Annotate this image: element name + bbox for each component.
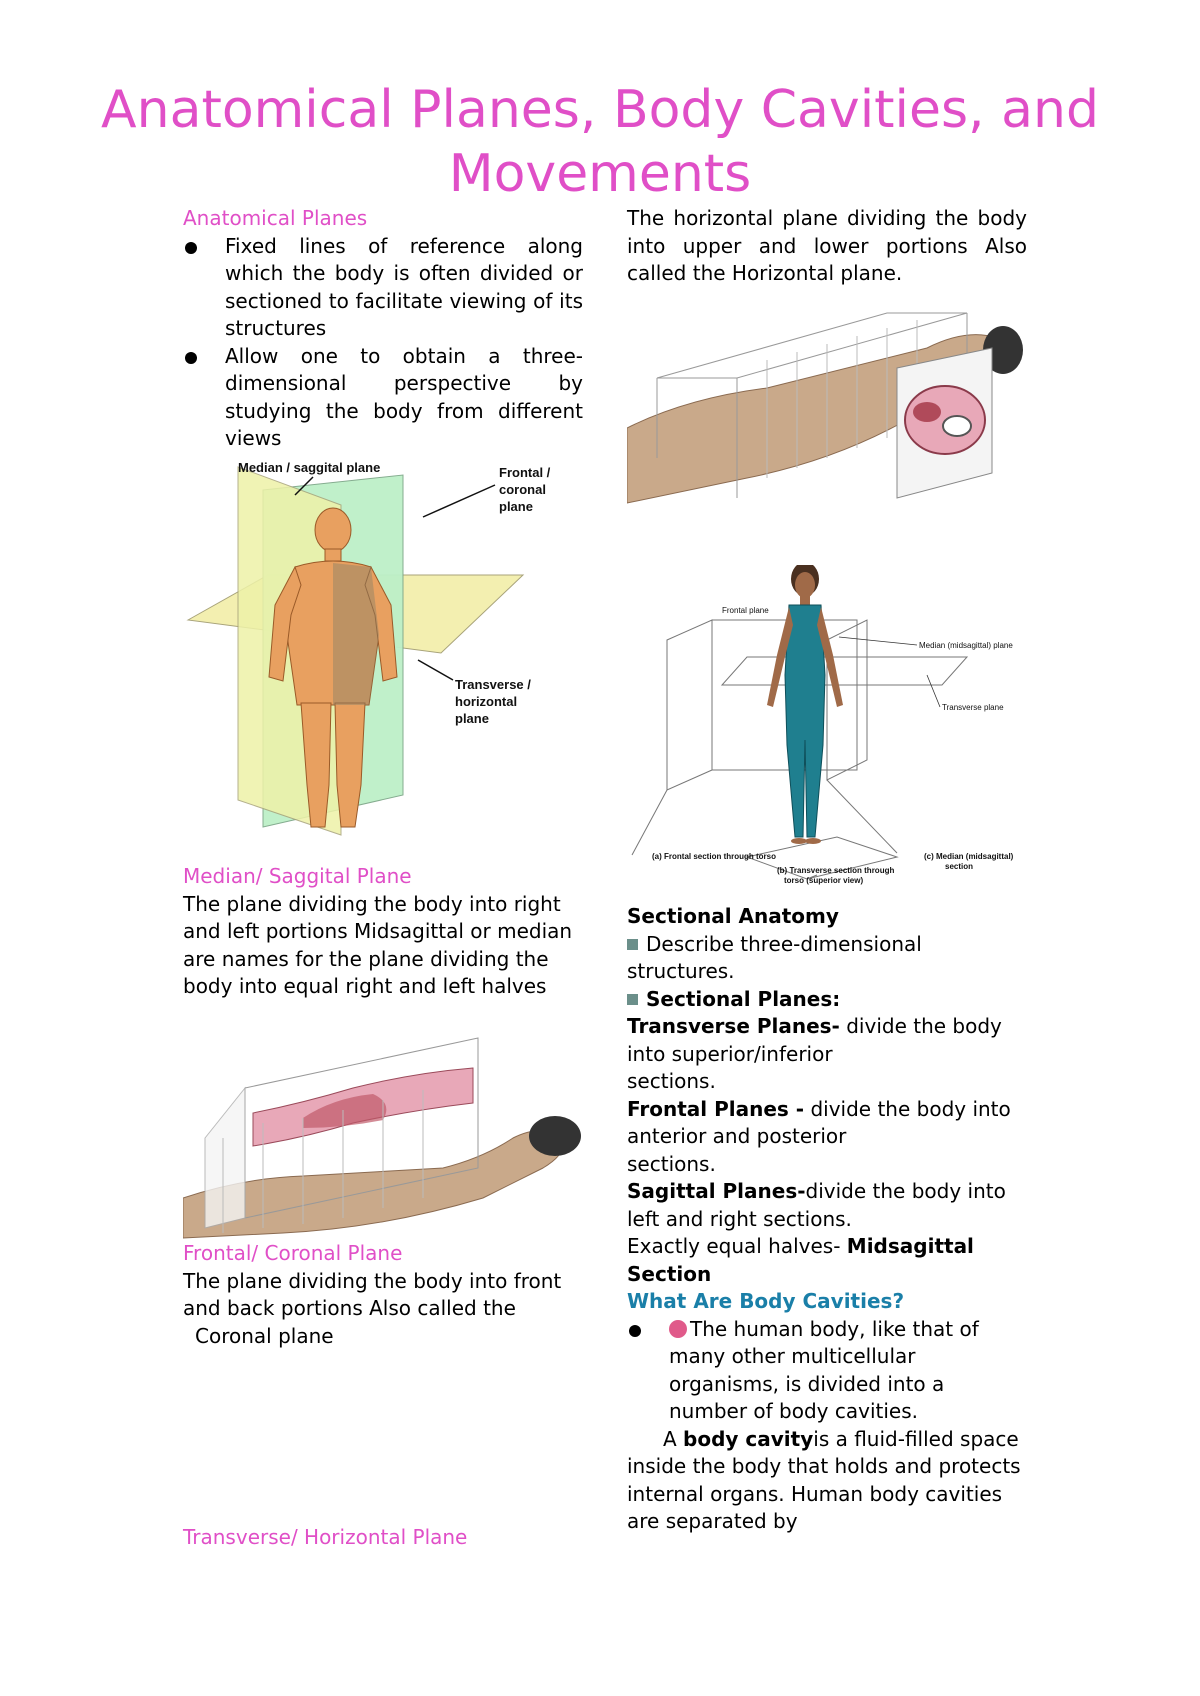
caption-b-2: torso (superior view) bbox=[784, 876, 863, 885]
sectional-desc-line: Describe three-dimensional structures. bbox=[627, 931, 1027, 986]
frontal-planes-def: divide the body into anterior and poster… bbox=[627, 1096, 1011, 1149]
square-bullet-icon bbox=[627, 938, 638, 950]
figure-body-planes: Median / saggital plane Frontal / corona… bbox=[183, 455, 583, 840]
sagittal-planes-term: Sagittal Planes- bbox=[627, 1179, 806, 1203]
caption-b-1: (b) Transverse section through bbox=[777, 866, 894, 875]
body-cavities-heading: What Are Body Cavities? bbox=[627, 1289, 905, 1313]
label-transverse-2: horizontal bbox=[455, 694, 517, 709]
horizontal-plane-text: The horizontal plane dividing the body i… bbox=[627, 206, 1027, 285]
exact-halves-text: Exactly equal halves- bbox=[627, 1234, 847, 1258]
left-column-frontal: Frontal/ Coronal Plane The plane dividin… bbox=[183, 1240, 583, 1350]
midsagittal-line: Exactly equal halves- Midsagittal Sectio… bbox=[627, 1233, 1027, 1288]
label-transverse-1: Transverse / bbox=[455, 677, 531, 692]
heading-transverse-plane: Transverse/ Horizontal Plane bbox=[183, 1525, 468, 1549]
figure-transverse-section bbox=[627, 308, 1027, 506]
square-bullet-icon bbox=[627, 993, 638, 1005]
speaker-icon[interactable] bbox=[669, 1319, 687, 1338]
frontal-planes-line: Frontal Planes - divide the body into an… bbox=[627, 1096, 1027, 1151]
label-frontal-plane: Frontal plane bbox=[722, 606, 769, 615]
midsagittal-term: Midsagittal Section bbox=[627, 1234, 974, 1286]
frontal-planes-def-2: sections. bbox=[627, 1151, 716, 1176]
body-cavity-definition: A body cavityis a fluid-filled space ins… bbox=[627, 1426, 1027, 1536]
median-plane-text: The plane dividing the body into right a… bbox=[183, 891, 573, 999]
body-cavity-def: is a fluid-filled space inside the body … bbox=[627, 1426, 1021, 1534]
transverse-planes-term: Transverse Planes- bbox=[627, 1014, 840, 1038]
list-item: Fixed lines of reference along which the… bbox=[183, 233, 583, 343]
sectional-desc: Describe three-dimensional structures. bbox=[627, 931, 922, 984]
frontal-plane-text: The plane dividing the body into front a… bbox=[183, 1268, 562, 1321]
heading-median-plane: Median/ Saggital Plane bbox=[183, 864, 412, 888]
sectional-planes-label: Sectional Planes: bbox=[646, 986, 841, 1011]
transverse-planes-line: Transverse Planes- divide the body into … bbox=[627, 1013, 1027, 1068]
right-column-top: The horizontal plane dividing the body i… bbox=[627, 205, 1027, 288]
label-frontal-1: Frontal / bbox=[499, 465, 551, 480]
figure-section-planes: Frontal plane Median (midsagittal) plane… bbox=[627, 565, 1027, 900]
sagittal-planes-def: divide the body into left and right sect… bbox=[627, 1179, 1006, 1231]
label-transverse-plane: Transverse plane bbox=[942, 703, 1004, 712]
page-title: Anatomical Planes, Body Cavities, and Mo… bbox=[101, 80, 1099, 204]
cavities-bullet-list: The human body, like that of many other … bbox=[627, 1316, 1027, 1426]
body-cavity-term: body cavity bbox=[683, 1426, 814, 1451]
left-column: Anatomical Planes Fixed lines of referen… bbox=[183, 205, 583, 453]
heading-anatomical-planes: Anatomical Planes bbox=[183, 206, 368, 230]
label-frontal-2: coronal bbox=[499, 482, 546, 497]
caption-c-2: section bbox=[945, 862, 973, 871]
left-column-median: Median/ Saggital Plane The plane dividin… bbox=[183, 863, 583, 1001]
frontal-planes-term: Frontal Planes - bbox=[627, 1096, 805, 1121]
sagittal-planes-line: Sagittal Planes-divide the body into lef… bbox=[627, 1178, 1027, 1233]
sectional-planes-line: Sectional Planes: bbox=[627, 986, 1027, 1014]
figure-sagittal-section bbox=[183, 1028, 583, 1243]
heading-frontal-plane: Frontal/ Coronal Plane bbox=[183, 1241, 403, 1265]
planes-bullet-list: Fixed lines of reference along which the… bbox=[183, 233, 583, 453]
sectional-anatomy-heading: Sectional Anatomy bbox=[627, 904, 839, 928]
right-column-sectional: Sectional Anatomy Describe three-dimensi… bbox=[627, 903, 1027, 1536]
label-transverse-3: plane bbox=[455, 711, 489, 726]
cavities-bullet-text: The human body, like that of many other … bbox=[669, 1316, 979, 1424]
frontal-plane-text-2: Coronal plane bbox=[195, 1323, 334, 1348]
list-item: Allow one to obtain a three-dimensional … bbox=[183, 343, 583, 453]
transverse-planes-def-2: sections. bbox=[627, 1069, 716, 1093]
label-median-plane: Median / saggital plane bbox=[238, 460, 380, 475]
transverse-planes-def: divide the body into superior/inferior bbox=[627, 1014, 1002, 1066]
cavity-article: A bbox=[663, 1426, 684, 1451]
label-frontal-3: plane bbox=[499, 499, 533, 514]
caption-a: (a) Frontal section through torso bbox=[652, 852, 776, 861]
list-item: The human body, like that of many other … bbox=[627, 1316, 1027, 1426]
caption-c-1: (c) Median (midsagittal) bbox=[924, 852, 1014, 861]
label-median-plane-2: Median (midsagittal) plane bbox=[919, 641, 1013, 650]
